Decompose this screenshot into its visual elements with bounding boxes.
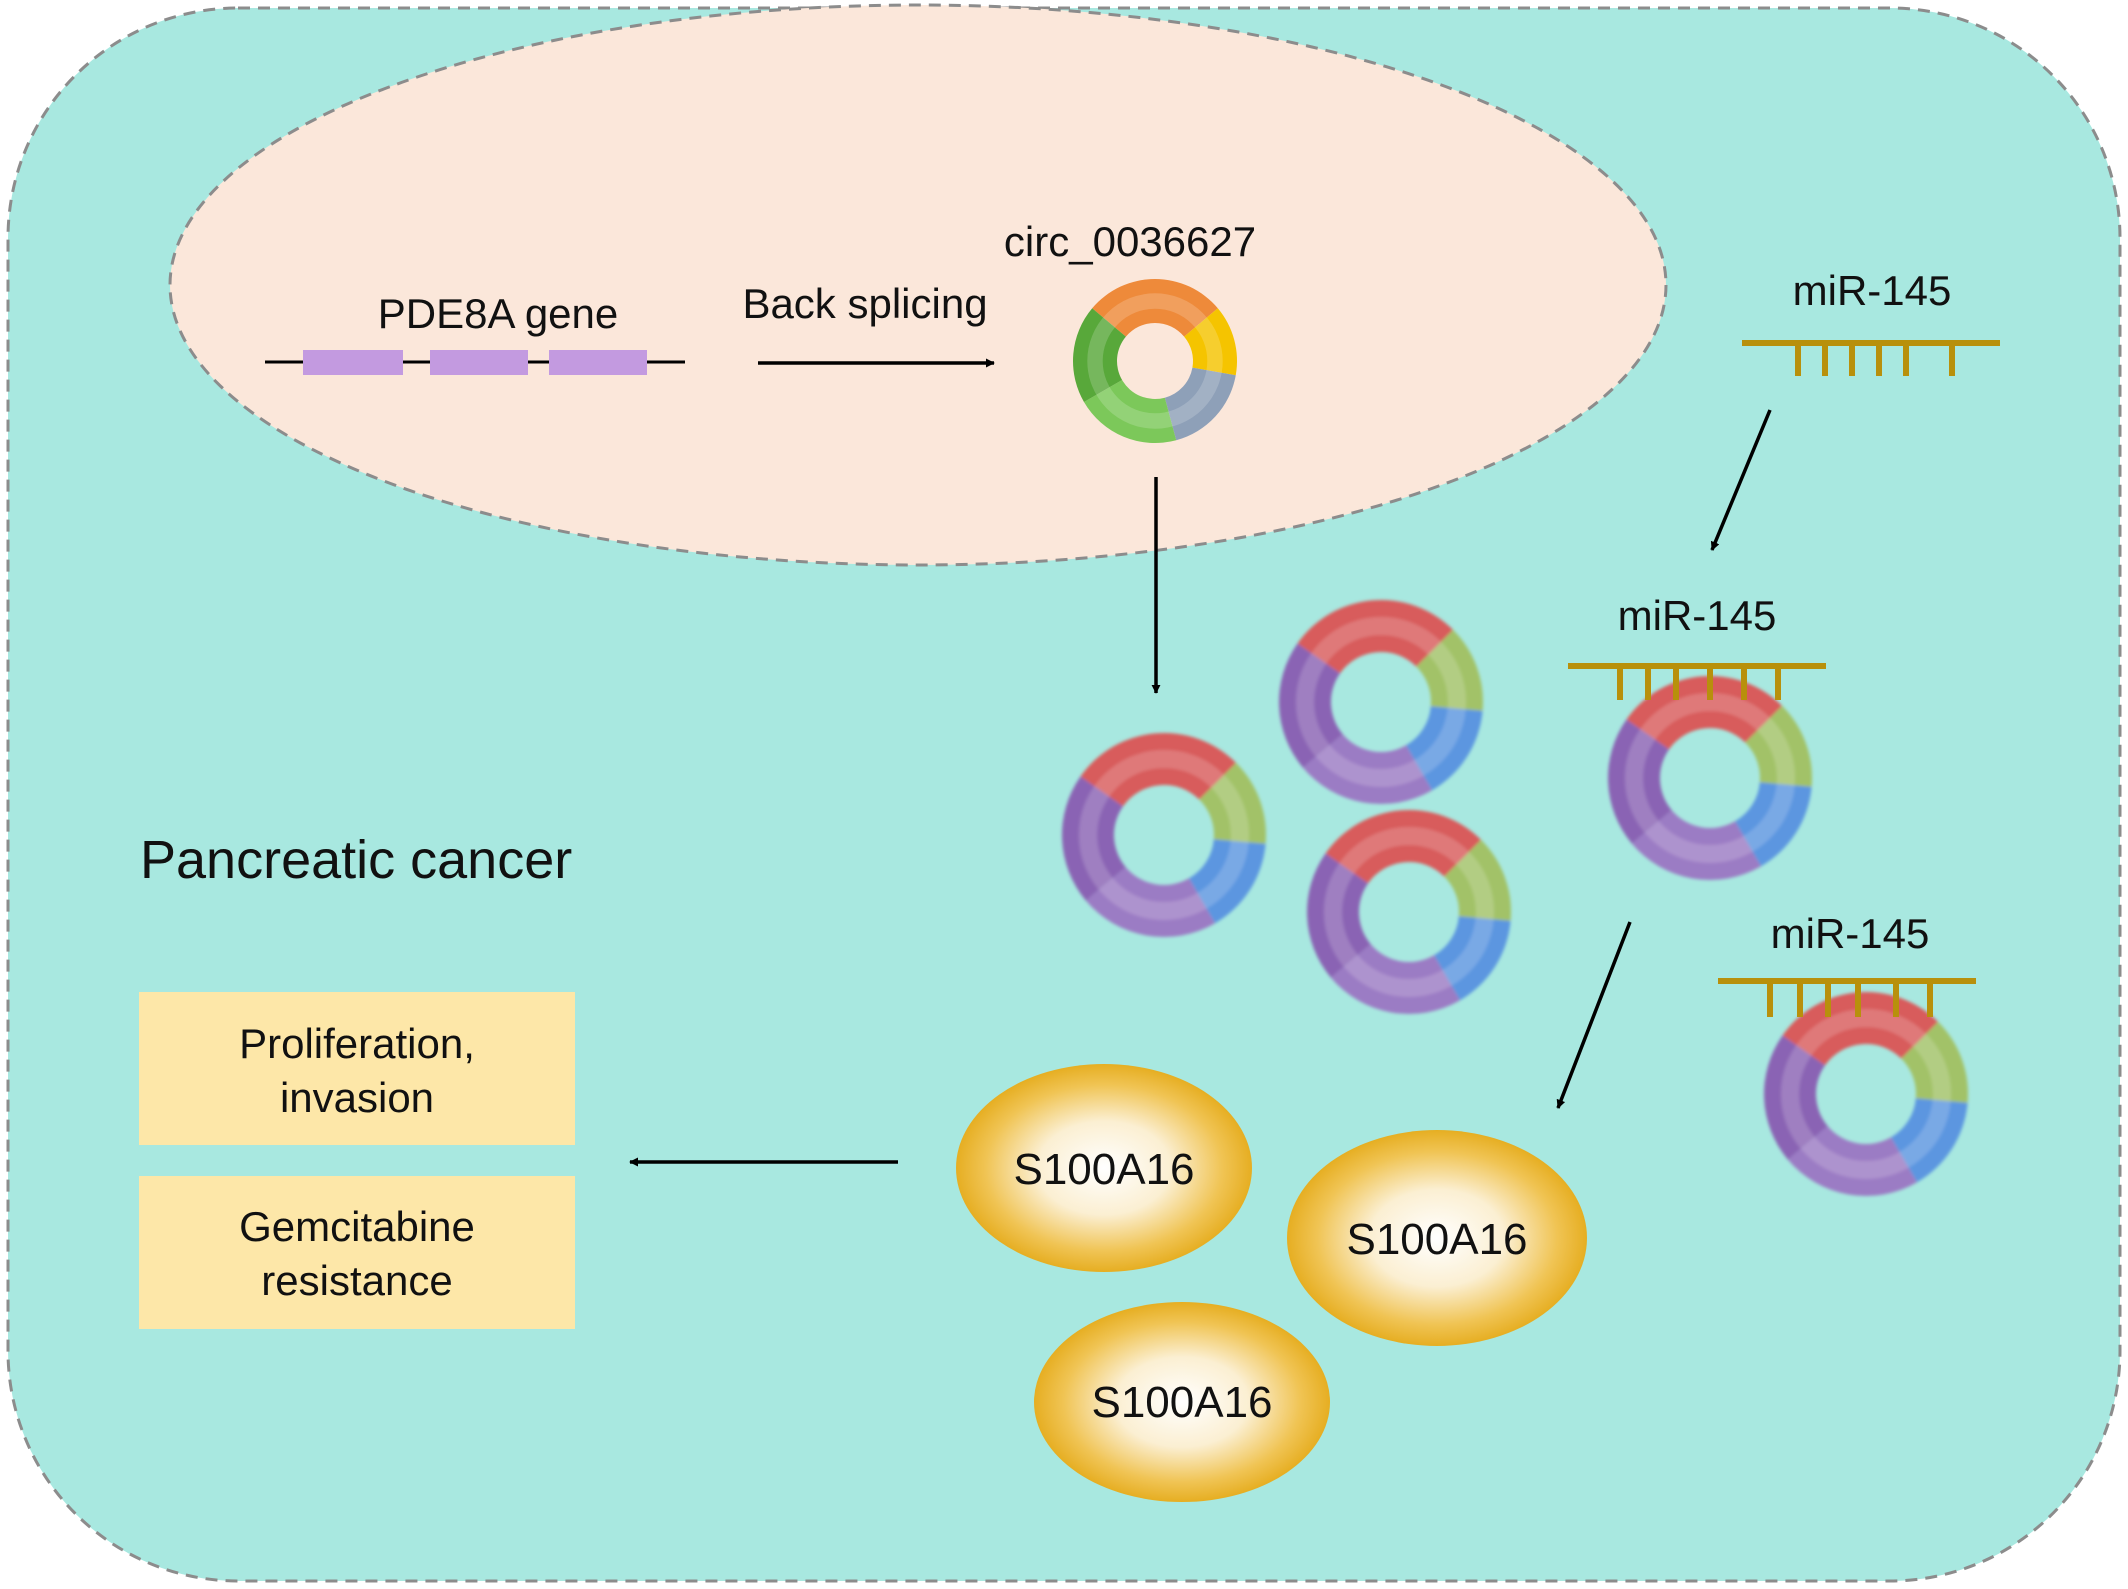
s100a16-protein-1: S100A16: [956, 1064, 1252, 1272]
circrna-label: circ_0036627: [1004, 218, 1256, 265]
ring-highlight: [1624, 692, 1796, 864]
exon-2: [430, 350, 528, 375]
ring-highlight: [1780, 1008, 1952, 1180]
nucleus: [168, 3, 1668, 567]
circrna-ring-nuclear: [1073, 278, 1237, 443]
circrna-ring-cytoplasm-1: [1062, 733, 1266, 937]
ring-segment: [1325, 810, 1482, 884]
ring-segment: [1164, 367, 1236, 441]
ring-segment: [1297, 600, 1454, 674]
mirna-bound-1: [1568, 663, 1826, 700]
mirna-binding-arrow: [1710, 409, 1772, 551]
outcome-2-line-2: resistance: [261, 1257, 452, 1304]
mirna-bound-1-label: miR-145: [1618, 592, 1777, 639]
gene-label: PDE8A gene: [378, 290, 619, 337]
ring-segment: [1073, 308, 1126, 402]
circrna-ring-cytoplasm-3: [1307, 810, 1511, 1015]
s100a16-label-3: S100A16: [1091, 1378, 1272, 1427]
outcome-1-line-2: invasion: [280, 1074, 434, 1121]
exon-3: [549, 350, 647, 375]
ring-segment: [1184, 308, 1237, 376]
back-splicing-label: Back splicing: [742, 280, 987, 327]
s100a16-label-2: S100A16: [1346, 1215, 1527, 1264]
outcome-box-gemcitabine: Gemcitabine resistance: [139, 1176, 575, 1329]
ring-highlight: [1087, 293, 1223, 429]
cell-label: Pancreatic cancer: [140, 830, 572, 890]
ring-highlight: [1078, 749, 1250, 921]
circrna-ring-cytoplasm-2: [1279, 600, 1483, 804]
mirna-bound-2-label: miR-145: [1771, 910, 1930, 957]
ring-highlight: [1295, 616, 1467, 788]
s100a16-protein-2: S100A16: [1287, 1130, 1587, 1346]
exon-1: [303, 350, 403, 375]
circrna-ring-sponge-1: [1608, 676, 1812, 881]
circrna-ring-sponge-2: [1764, 992, 1968, 1197]
ring-segment: [1083, 380, 1177, 443]
mirna-free: [1742, 340, 2000, 376]
mirna-bound-2: [1718, 978, 1976, 1017]
pde8a-gene: [265, 350, 685, 375]
s100a16-protein-3: S100A16: [1034, 1302, 1330, 1502]
derepression-arrow: [1556, 921, 1632, 1109]
s100a16-label-1: S100A16: [1013, 1145, 1194, 1194]
outcome-box-proliferation: Proliferation, invasion: [139, 992, 575, 1145]
outcome-1-line-1: Proliferation,: [239, 1020, 475, 1067]
ring-highlight: [1323, 826, 1495, 998]
outcome-2-line-1: Gemcitabine: [239, 1203, 475, 1250]
ring-segment: [1782, 992, 1939, 1066]
mirna-free-label: miR-145: [1793, 267, 1952, 314]
ring-segment: [1080, 733, 1237, 807]
ring-segment: [1092, 278, 1218, 337]
